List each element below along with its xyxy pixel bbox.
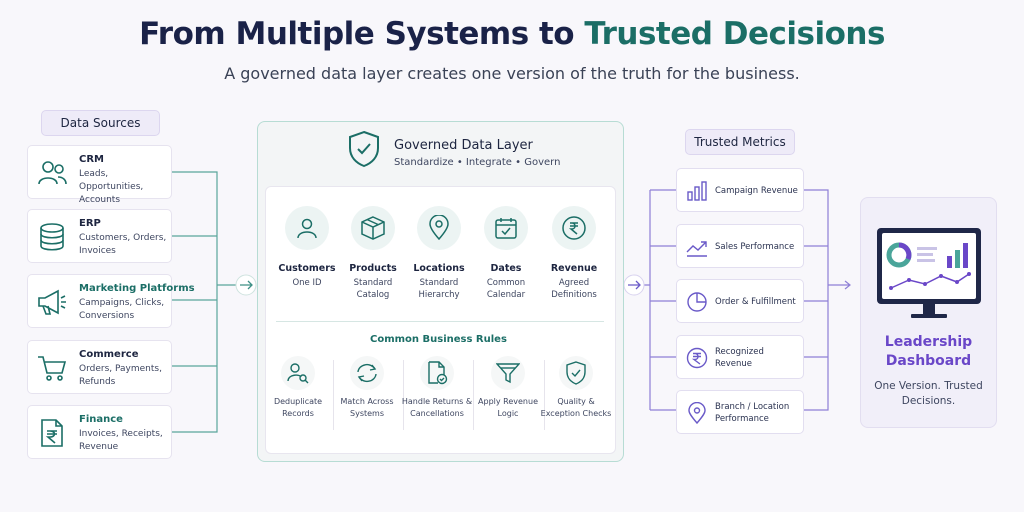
metric-label: Branch / Location Performance — [715, 402, 790, 424]
entity-name: Products — [349, 263, 397, 274]
metric-label: Recognized Revenue — [715, 347, 764, 369]
database-icon — [40, 223, 64, 251]
monitor-dashboard-icon — [877, 228, 981, 318]
user-search-icon — [287, 363, 309, 384]
entity-dates: Dates Common Calendar — [471, 206, 541, 301]
calendar-icon — [495, 218, 517, 239]
source-desc: Campaigns, Clicks, Conversions — [79, 298, 165, 321]
metric-recognized-revenue: Recognized Revenue — [676, 335, 804, 379]
rule-desc: Quality & Exception Checks — [540, 397, 612, 418]
bar-chart-icon — [687, 181, 707, 201]
rule-deduplicate: Deduplicate Records — [262, 356, 334, 420]
page-title: From Multiple Systems to Trusted Decisio… — [139, 16, 885, 52]
governed-layer-title: Governed Data Layer — [394, 138, 533, 153]
megaphone-icon — [38, 289, 66, 315]
entity-revenue: Revenue Agreed Definitions — [539, 206, 609, 301]
source-connector — [172, 171, 218, 433]
entity-desc: Standard Catalog — [353, 278, 393, 300]
business-rules-title: Common Business Rules — [370, 334, 507, 345]
metric-branch-location: Branch / Location Performance — [676, 390, 804, 434]
document-check-icon — [428, 361, 448, 385]
metric-label: Campaign Revenue — [715, 186, 798, 196]
sync-icon — [357, 363, 377, 383]
entity-name: Revenue — [550, 263, 598, 274]
metric-label: Order & Fulfillment — [715, 297, 796, 307]
trusted-metrics-label: Trusted Metrics — [685, 129, 795, 155]
source-card-crm: CRM Leads, Opportunities, Accounts — [27, 145, 172, 205]
users-icon — [38, 161, 67, 185]
source-card-commerce: Commerce Orders, Payments, Refunds — [27, 340, 172, 394]
divider — [276, 321, 604, 322]
source-name: Marketing Platforms — [79, 283, 195, 294]
governed-layer-subtitle: Standardize • Integrate • Govern — [394, 157, 561, 168]
cart-icon — [38, 356, 67, 381]
entity-desc: Standard Hierarchy — [418, 278, 460, 300]
entity-name: Dates — [490, 263, 522, 274]
rule-desc: Match Across Systems — [340, 397, 394, 418]
rule-separator — [333, 360, 334, 430]
entity-desc: One ID — [292, 278, 322, 288]
dashboard-subtitle: One Version. Trusted Decisions. — [874, 380, 983, 407]
source-name: Finance — [79, 414, 123, 425]
source-card-marketing: Marketing Platforms Campaigns, Clicks, C… — [27, 274, 195, 328]
rule-match: Match Across Systems — [331, 356, 403, 420]
source-name: CRM — [79, 154, 104, 165]
entity-desc: Common Calendar — [486, 278, 526, 300]
rule-separator — [544, 360, 545, 430]
source-card-erp: ERP Customers, Orders, Invoices — [27, 209, 172, 263]
metric-label: Sales Performance — [715, 242, 795, 252]
entity-customers: Customers One ID — [272, 206, 342, 289]
source-name: Commerce — [79, 349, 139, 360]
rule-desc: Deduplicate Records — [273, 397, 323, 418]
shield-check-icon — [349, 130, 379, 168]
metric-order-fulfillment: Order & Fulfillment — [676, 279, 804, 323]
rule-desc: Handle Returns & Cancellations — [401, 397, 473, 418]
person-icon — [297, 218, 317, 239]
entity-name: Customers — [278, 263, 336, 274]
location-pin-icon — [429, 215, 449, 241]
rupee-icon — [686, 347, 708, 369]
location-pin-icon — [688, 402, 706, 424]
rule-returns: Handle Returns & Cancellations — [401, 356, 473, 420]
filter-icon — [496, 363, 520, 384]
rule-desc: Apply Revenue Logic — [478, 397, 538, 418]
rupee-icon — [562, 216, 586, 240]
pie-chart-icon — [687, 292, 707, 312]
entity-desc: Agreed Definitions — [551, 278, 597, 300]
rule-separator — [403, 360, 404, 430]
source-card-finance: Finance Invoices, Receipts, Revenue — [27, 405, 172, 459]
rule-quality: Quality & Exception Checks — [540, 356, 612, 420]
shield-check-icon — [566, 361, 586, 385]
entity-name: Locations — [413, 263, 465, 274]
box-icon — [361, 216, 385, 240]
entity-products: Products Standard Catalog — [338, 206, 408, 301]
rule-separator — [473, 360, 474, 430]
page-subtitle: A governed data layer creates one versio… — [224, 64, 800, 83]
source-desc: Invoices, Receipts, Revenue — [79, 429, 163, 452]
source-desc: Leads, Opportunities, Accounts — [79, 169, 144, 205]
rule-revenue-logic: Apply Revenue Logic — [472, 356, 544, 420]
metric-campaign-revenue: Campaign Revenue — [676, 168, 804, 212]
data-sources-label: Data Sources — [41, 110, 160, 136]
source-name: ERP — [79, 218, 101, 229]
dashboard-title: Leadership Dashboard — [884, 334, 973, 369]
source-desc: Orders, Payments, Refunds — [79, 364, 162, 387]
rupee-document-icon — [41, 419, 63, 447]
trend-line-icon — [686, 241, 707, 257]
metric-sales-performance: Sales Performance — [676, 224, 804, 268]
entity-locations: Locations Standard Hierarchy — [404, 206, 474, 301]
source-desc: Customers, Orders, Invoices — [79, 233, 167, 256]
